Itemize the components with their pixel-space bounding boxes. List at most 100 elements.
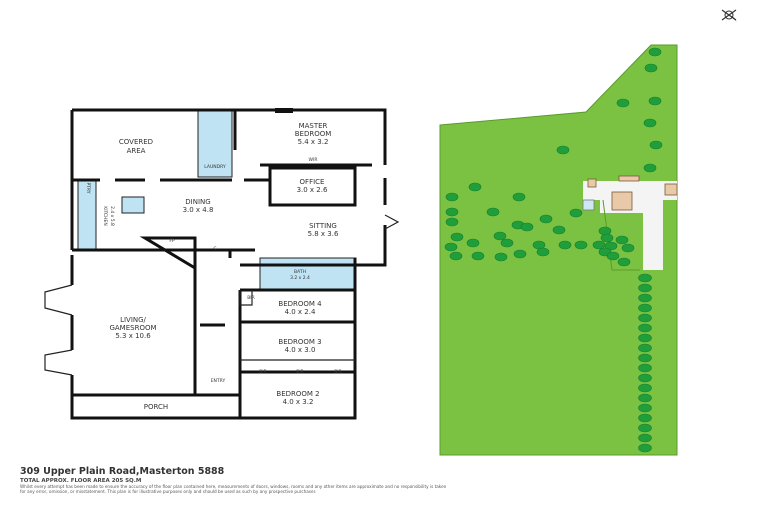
tree-icon <box>539 214 553 224</box>
tree-icon <box>468 182 482 192</box>
label-bedroom2-dim: 4.0 x 3.2 <box>283 398 314 406</box>
label-bir-1: BIR <box>247 295 255 301</box>
tree-icon <box>638 323 652 333</box>
tree-icon <box>493 231 507 241</box>
label-porch: PORCH <box>144 403 168 411</box>
bedhead <box>275 108 293 113</box>
driveway <box>583 181 677 270</box>
kitchen-island <box>121 196 145 214</box>
floor-plan: COVERED AREA MASTER BEDROOM 5.4 x 3.2 WI… <box>44 108 400 420</box>
tree-icon <box>450 232 464 242</box>
tree-icon <box>638 353 652 363</box>
tree-icon <box>600 233 614 243</box>
tree-icon <box>638 393 652 403</box>
tree-icon <box>512 192 526 202</box>
label-bedroom4-dim: 4.0 x 2.4 <box>285 308 316 316</box>
tree-icon <box>494 252 508 262</box>
tree-icon <box>638 413 652 423</box>
tree-icon <box>644 63 658 73</box>
tree-icon <box>466 238 480 248</box>
label-bedroom3: BEDROOM 3 <box>278 338 321 346</box>
outbuilding <box>587 178 597 188</box>
label-fp: FP <box>169 238 175 244</box>
tree-icon <box>444 242 458 252</box>
tree-icon <box>558 240 572 250</box>
label-wir: WIR <box>309 157 318 163</box>
label-office: OFFICE <box>300 178 325 186</box>
tree-icon <box>638 363 652 373</box>
wall-living <box>72 255 240 397</box>
wall-bedrooms <box>200 288 355 418</box>
wall-office <box>233 110 357 207</box>
label-master: MASTER <box>299 122 328 130</box>
label-bath: BATH <box>294 269 306 275</box>
label-bir-4: BIR <box>334 369 342 375</box>
ensuite-laundry-area <box>197 109 233 178</box>
site-plan <box>439 9 737 456</box>
tree-icon <box>592 240 606 250</box>
tree-icon <box>617 257 631 267</box>
bath-area <box>259 257 357 291</box>
label-office-dim: 3.0 x 2.6 <box>297 186 328 194</box>
tree-icon <box>649 140 663 150</box>
label-laundry: LAUNDRY <box>204 164 226 170</box>
label-kitchen: KITCHEN <box>102 206 108 226</box>
tree-icon <box>445 207 459 217</box>
compass-north-icon <box>721 9 737 22</box>
site-boundary <box>439 44 678 456</box>
label-sitting: SITTING <box>309 222 337 230</box>
label-bedroom3-dim: 4.0 x 3.0 <box>285 346 316 354</box>
tree-icon <box>615 235 629 245</box>
tree-icon <box>520 222 534 232</box>
wall-top <box>72 108 387 205</box>
label-master-dim: 5.4 x 3.2 <box>298 138 329 146</box>
tree-icon <box>598 226 612 236</box>
tree-icon <box>638 273 652 283</box>
french-doors <box>384 214 400 230</box>
tree-icon <box>513 249 527 259</box>
tree-icon <box>638 293 652 303</box>
tree-icon <box>638 423 652 433</box>
pool <box>582 199 595 211</box>
label-bath-dim: 3.2 x 2.4 <box>290 275 310 281</box>
label-living-2: GAMESROOM <box>109 324 156 332</box>
tree-icon <box>552 225 566 235</box>
tree-icon <box>638 313 652 323</box>
carport <box>618 175 640 182</box>
bay-windows <box>44 284 73 376</box>
tree-icon <box>638 383 652 393</box>
tree-icon <box>486 207 500 217</box>
tree-icon <box>648 96 662 106</box>
label-covered: COVERED <box>119 138 153 146</box>
tree-icon <box>621 243 635 253</box>
tree-icon <box>638 283 652 293</box>
label-dining: DINING <box>185 198 210 206</box>
label-master-2: BEDROOM <box>295 130 332 138</box>
plan-footer: 309 Upper Plain Road,Masterton 5888 TOTA… <box>20 466 450 494</box>
fireplace <box>139 236 197 271</box>
tree-icon <box>638 373 652 383</box>
tree-icon <box>638 433 652 443</box>
tree-icon <box>445 217 459 227</box>
label-living-dim: 5.3 x 10.6 <box>115 332 151 340</box>
total-floor-area: TOTAL APPROX. FLOOR AREA 205 SQ.M <box>20 478 142 484</box>
tree-icon <box>643 163 657 173</box>
property-address: 309 Upper Plain Road,Masterton 5888 <box>20 466 225 477</box>
house-footprint <box>611 191 633 211</box>
tree-icon <box>556 145 570 155</box>
trees <box>444 47 663 453</box>
tree-icon <box>449 251 463 261</box>
label-bir-2: BIR <box>259 369 267 375</box>
label-pantry: PTRY <box>85 182 91 193</box>
tree-icon <box>500 238 514 248</box>
robes <box>239 290 355 361</box>
tree-icon <box>643 118 657 128</box>
label-living: LIVING/ <box>120 316 146 324</box>
tree-icon <box>638 443 652 453</box>
tree-icon <box>648 47 662 57</box>
label-entry: ENTRY <box>211 378 226 384</box>
tree-icon <box>638 303 652 313</box>
tree-icon <box>445 192 459 202</box>
tree-icon <box>638 343 652 353</box>
tree-icon <box>471 251 485 261</box>
